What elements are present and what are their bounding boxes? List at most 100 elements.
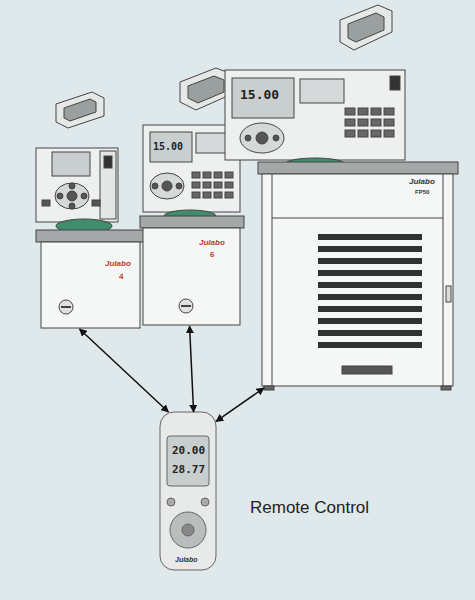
module-port bbox=[64, 99, 96, 121]
connection-arrow bbox=[190, 326, 194, 412]
connection-arrow bbox=[216, 388, 264, 421]
key bbox=[358, 130, 368, 137]
display bbox=[232, 78, 294, 118]
bath-rim bbox=[258, 162, 458, 174]
remote-display bbox=[167, 436, 209, 486]
key bbox=[225, 182, 233, 188]
display-reading: 15.00 bbox=[153, 142, 183, 152]
key bbox=[67, 191, 77, 201]
number-keypad bbox=[192, 172, 233, 198]
drain-knob-slot bbox=[181, 305, 191, 307]
display-reading: 20.00 bbox=[172, 445, 205, 456]
bath-body bbox=[143, 228, 240, 325]
key bbox=[81, 193, 87, 199]
module-port bbox=[348, 13, 384, 42]
key bbox=[345, 108, 355, 115]
connection-arrow bbox=[80, 329, 169, 412]
keypad bbox=[240, 123, 284, 153]
keypad bbox=[150, 173, 184, 199]
display bbox=[150, 132, 192, 162]
display-reading: 15.00 bbox=[240, 88, 279, 101]
power-switch bbox=[104, 156, 112, 168]
key bbox=[384, 108, 394, 115]
vent-grille bbox=[318, 234, 422, 348]
key bbox=[176, 183, 182, 189]
bottom-slot bbox=[342, 366, 392, 374]
cabinet-edge bbox=[272, 174, 273, 386]
key bbox=[57, 193, 63, 199]
display-reading: 28.77 bbox=[172, 464, 205, 475]
vent-slat bbox=[318, 234, 422, 240]
device-node: Remote ControlJulabo bbox=[160, 412, 216, 570]
foot bbox=[441, 386, 451, 390]
key bbox=[203, 192, 211, 198]
key bbox=[203, 182, 211, 188]
brand-label: Julabo bbox=[175, 556, 198, 563]
model-label: 6 bbox=[210, 251, 214, 259]
vent-slat bbox=[318, 246, 422, 252]
thermostat-large bbox=[225, 5, 458, 390]
display bbox=[52, 152, 90, 176]
vent-slat bbox=[318, 294, 422, 300]
interface-module bbox=[180, 68, 232, 110]
power-switch bbox=[390, 76, 400, 90]
vent-slat bbox=[318, 282, 422, 288]
controller-head bbox=[36, 148, 118, 222]
remote-key bbox=[167, 498, 175, 506]
model-label: FP50 bbox=[415, 189, 429, 195]
bath-rim bbox=[140, 216, 244, 228]
key bbox=[214, 192, 222, 198]
key bbox=[225, 172, 233, 178]
remote-key bbox=[182, 524, 194, 536]
interface-module bbox=[340, 5, 392, 50]
key bbox=[384, 130, 394, 137]
device-caption: Remote Control bbox=[250, 499, 369, 516]
drain-knob bbox=[179, 299, 193, 313]
bath-rim bbox=[36, 230, 144, 242]
thermostat-small bbox=[36, 92, 144, 328]
key bbox=[203, 172, 211, 178]
vent-slat bbox=[318, 318, 422, 324]
key bbox=[358, 119, 368, 126]
remote-control bbox=[160, 412, 216, 570]
key bbox=[162, 181, 172, 191]
vent-slat bbox=[318, 330, 422, 336]
key bbox=[192, 182, 200, 188]
device-node: Julabo 4 bbox=[35, 147, 141, 329]
key bbox=[192, 172, 200, 178]
cabinet-body bbox=[262, 174, 453, 386]
key bbox=[371, 108, 381, 115]
key bbox=[245, 135, 251, 141]
brand-label: Julabo bbox=[409, 178, 435, 186]
vent-slat bbox=[318, 306, 422, 312]
foot bbox=[264, 386, 274, 390]
model-label: 4 bbox=[119, 273, 123, 281]
key bbox=[42, 200, 50, 206]
key bbox=[69, 203, 75, 209]
key bbox=[345, 130, 355, 137]
key bbox=[92, 200, 100, 206]
cabinet-edge bbox=[272, 218, 443, 219]
brand-label: Julabo bbox=[199, 239, 225, 247]
key bbox=[214, 172, 222, 178]
device-node: JulaboFP50 bbox=[225, 70, 454, 388]
key bbox=[152, 183, 158, 189]
vent-slat bbox=[318, 258, 422, 264]
key bbox=[225, 192, 233, 198]
drain-knob bbox=[59, 300, 73, 314]
key bbox=[371, 119, 381, 126]
remote-body bbox=[160, 412, 216, 570]
key bbox=[273, 135, 279, 141]
side-panel bbox=[100, 151, 116, 219]
interface-module bbox=[56, 92, 104, 128]
drain-knob-slot bbox=[61, 306, 71, 308]
brand-label: Julabo bbox=[105, 260, 131, 268]
key bbox=[345, 119, 355, 126]
key bbox=[214, 182, 222, 188]
module-port bbox=[188, 76, 224, 103]
side-label bbox=[446, 286, 451, 302]
key bbox=[358, 108, 368, 115]
